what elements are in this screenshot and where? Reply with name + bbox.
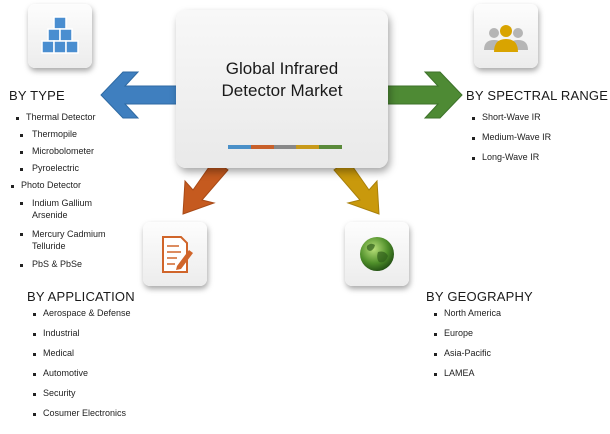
list-item: Thermopile <box>14 129 124 146</box>
list-item: LAMEA <box>433 368 501 388</box>
list-item: Short-Wave IR <box>471 112 551 132</box>
arrow-down-left-orange <box>182 159 229 215</box>
geography-icon-box <box>345 222 409 286</box>
list-item: Industrial <box>33 328 131 348</box>
list-item: Photo Detector <box>9 180 124 197</box>
center-title: Global Infrared Detector Market <box>221 59 343 100</box>
document-edit-icon <box>162 236 193 273</box>
arrow-down-right-gold <box>333 159 380 215</box>
by-application-list: Aerospace & Defense Industrial Medical A… <box>33 308 131 428</box>
color-bar <box>228 145 342 149</box>
list-item: Medical <box>33 348 131 368</box>
list-item: Long-Wave IR <box>471 152 551 172</box>
color-bar-segment <box>273 145 297 149</box>
by-type-heading: BY TYPE <box>9 88 65 103</box>
color-bar-segment <box>228 145 251 149</box>
color-bar-segment <box>319 145 342 149</box>
list-item: Europe <box>433 328 501 348</box>
list-item: PbS & PbSe <box>14 259 124 276</box>
arrow-right-green <box>385 71 463 119</box>
spectral-icon-box <box>474 4 538 68</box>
by-type-list: Thermal Detector Thermopile Microbolomet… <box>11 112 124 276</box>
list-item: Thermal Detector <box>14 112 124 129</box>
list-item: Microbolometer <box>14 146 124 163</box>
color-bar-segment <box>296 145 320 149</box>
color-bar-segment <box>250 145 274 149</box>
list-item: Pyroelectric <box>14 163 124 180</box>
list-item: North America <box>433 308 501 328</box>
list-item: Indium Gallium Arsenide <box>14 197 124 228</box>
type-icon-box <box>28 4 92 68</box>
by-geography-list: North America Europe Asia-Pacific LAMEA <box>433 308 501 388</box>
application-icon-box <box>143 222 207 286</box>
list-item: Asia-Pacific <box>433 348 501 368</box>
globe-icon <box>360 237 394 271</box>
by-spectral-range-heading: BY SPECTRAL RANGE <box>466 88 609 103</box>
list-item: Medium-Wave IR <box>471 132 551 152</box>
arrow-left-blue <box>100 71 179 119</box>
list-item: Aerospace & Defense <box>33 308 131 328</box>
cubes-icon <box>41 16 79 54</box>
by-geography-heading: BY GEOGRAPHY <box>426 289 533 304</box>
list-item: Security <box>33 388 131 408</box>
list-item: Automotive <box>33 368 131 388</box>
list-item: Cosumer Electronics <box>33 408 131 428</box>
by-spectral-range-list: Short-Wave IR Medium-Wave IR Long-Wave I… <box>471 112 551 172</box>
people-icon <box>484 25 528 52</box>
list-item: Mercury Cadmium Telluride <box>14 228 124 259</box>
by-application-heading: BY APPLICATION <box>27 289 135 304</box>
center-title-box: Global Infrared Detector Market <box>176 10 388 168</box>
